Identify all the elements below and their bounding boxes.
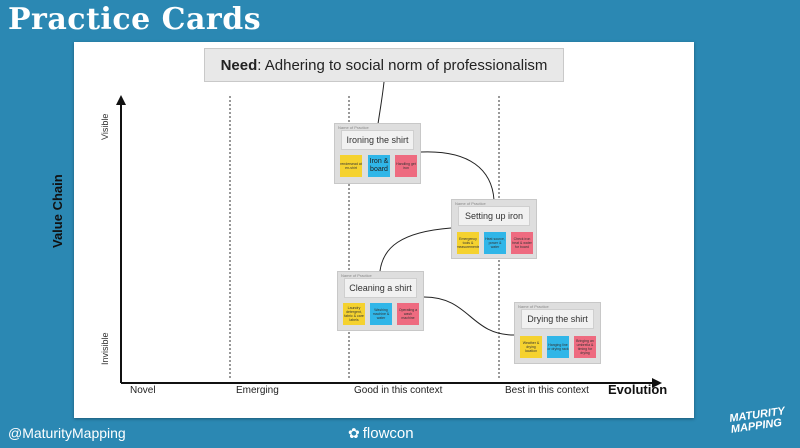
card-meta: Name of Practice xyxy=(455,201,486,206)
sticky-note-blue: Hanging line or drying rack xyxy=(547,336,569,358)
sticky-note-blue: Washing machine & water xyxy=(370,303,392,325)
y-axis-bottom-label: Invisible xyxy=(100,332,110,365)
card-title: Cleaning a shirt xyxy=(344,278,417,298)
sticky-note-pink: Bringing an umbrella & timing for drying xyxy=(574,336,596,358)
sticky-note-yellow: Emergency tools & measurements xyxy=(457,232,479,254)
twitter-handle: @MaturityMapping xyxy=(8,425,126,441)
need-text: : Adhering to social norm of professiona… xyxy=(257,56,548,74)
practice-card-ironing[interactable]: Name of Practice Ironing the shirt rende… xyxy=(334,123,421,184)
need-box: Need: Adhering to social norm of profess… xyxy=(204,48,564,82)
card-meta: Name of Practice xyxy=(518,304,549,309)
card-meta: Name of Practice xyxy=(341,273,372,278)
sticky-note-pink: Operating a wash machine xyxy=(397,303,419,325)
sticky-note-pink: Check iron heat & water for board xyxy=(511,232,533,254)
practice-card-setting-up-iron[interactable]: Name of Practice Setting up iron Emergen… xyxy=(451,199,537,259)
y-axis-top-label: Visible xyxy=(100,113,110,140)
stage-emerging: Emerging xyxy=(236,385,279,396)
flowcon-logo: ✿ flowcon xyxy=(348,425,414,442)
connector-cleaning-drying xyxy=(423,296,515,336)
sticky-note-yellow: Weather & drying location xyxy=(520,336,542,358)
flowcon-logo-text: flowcon xyxy=(362,425,414,442)
sticky-note-yellow: Laundry detergent, fabric & care labels xyxy=(343,303,365,325)
card-title: Ironing the shirt xyxy=(341,130,414,150)
y-axis-title: Value Chain xyxy=(50,174,65,248)
flowcon-logo-icon: ✿ xyxy=(348,425,360,441)
card-title: Setting up iron xyxy=(458,206,530,226)
card-title: Drying the shirt xyxy=(521,309,594,329)
sticky-note-yellow: rendersead at en-shirt xyxy=(340,155,362,177)
connector-ironing-setup xyxy=(420,151,495,201)
sticky-note-blue: Iron & board xyxy=(368,155,390,177)
card-meta: Name of Practice xyxy=(338,125,369,130)
connector-setup-cleaning xyxy=(379,227,452,272)
sticky-note-pink: Handling get iron xyxy=(395,155,417,177)
practice-card-cleaning[interactable]: Name of Practice Cleaning a shirt Laundr… xyxy=(337,271,424,331)
x-axis-title: Evolution xyxy=(608,382,668,397)
stage-best: Best in this context xyxy=(505,385,589,396)
page-title: Practice Cards xyxy=(8,2,262,37)
practice-card-drying[interactable]: Name of Practice Drying the shirt Weathe… xyxy=(514,302,601,364)
stage-good: Good in this context xyxy=(354,385,443,396)
need-connector xyxy=(377,81,385,125)
need-prefix: Need xyxy=(220,56,258,74)
sticky-note-blue: Heat source, power & water xyxy=(484,232,506,254)
y-axis-arrow xyxy=(116,95,126,105)
stage-novel: Novel xyxy=(130,385,156,396)
x-axis-arrow xyxy=(652,378,662,388)
